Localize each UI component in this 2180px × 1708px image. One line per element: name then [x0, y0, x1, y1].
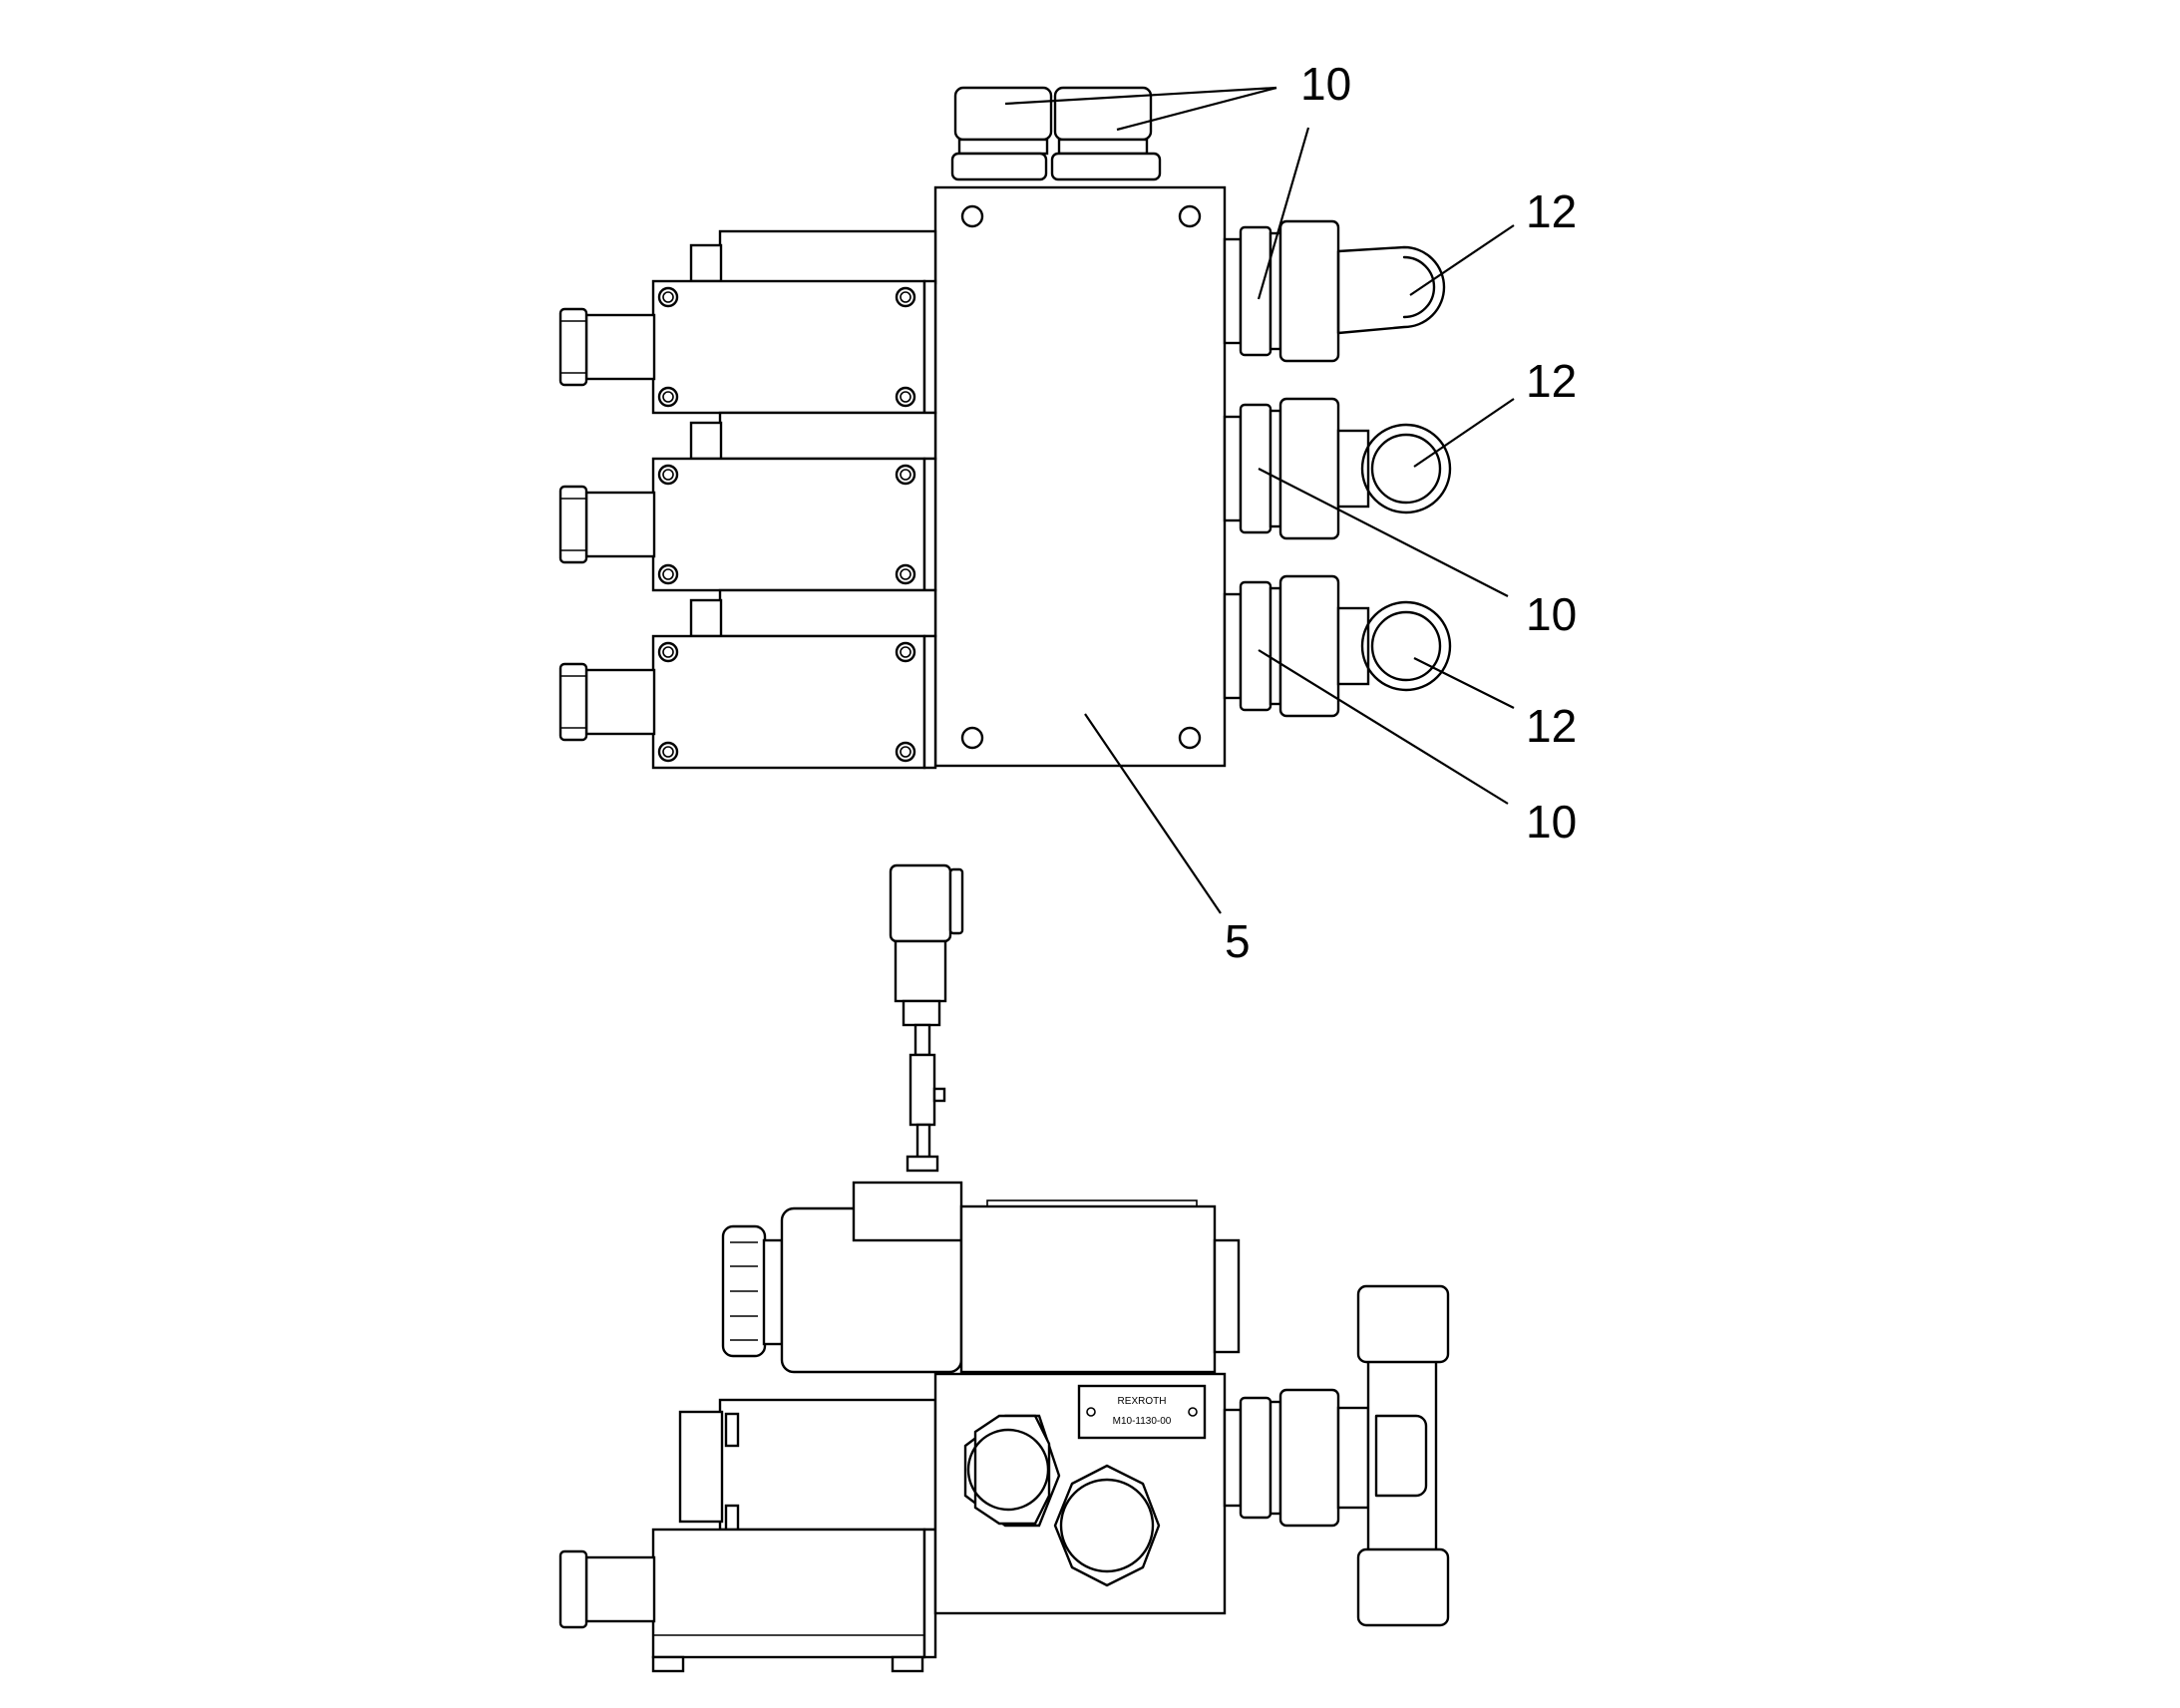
- fitting-elbow-3: [1223, 574, 1452, 718]
- nameplate: REXROTH M10-1130-00: [1077, 1384, 1207, 1440]
- fitting-elbow-1: [1223, 219, 1446, 363]
- nameplate-brand: REXROTH: [1118, 1396, 1167, 1407]
- top-plug-left: [950, 86, 1053, 181]
- manifold-block: [933, 185, 1227, 768]
- callout-12-a: 12: [1526, 185, 1577, 237]
- top-view: [558, 86, 1452, 770]
- top-plug-right: [1050, 86, 1162, 181]
- solenoid-coil: [721, 1181, 1241, 1374]
- callouts: 10 12 12 10 12 10 5: [1004, 58, 1577, 967]
- callout-10-mid: 10: [1526, 588, 1577, 640]
- callout-12-c: 12: [1526, 700, 1577, 752]
- tee-fitting: [1223, 1284, 1450, 1627]
- fitting-elbow-2: [1223, 397, 1452, 540]
- nameplate-part: M10-1130-00: [1113, 1416, 1172, 1427]
- callout-10-low: 10: [1526, 796, 1577, 848]
- solenoid-valve-3: [558, 588, 937, 770]
- sensor-connector: [889, 863, 964, 1173]
- lower-valve: [558, 1398, 937, 1673]
- bottom-view: REXROTH M10-1130-00: [558, 863, 1450, 1673]
- callout-5: 5: [1225, 915, 1251, 967]
- solenoid-valve-2: [558, 411, 937, 592]
- solenoid-valve-1: [558, 229, 937, 415]
- callout-10-top: 10: [1300, 58, 1351, 110]
- callout-12-b: 12: [1526, 355, 1577, 407]
